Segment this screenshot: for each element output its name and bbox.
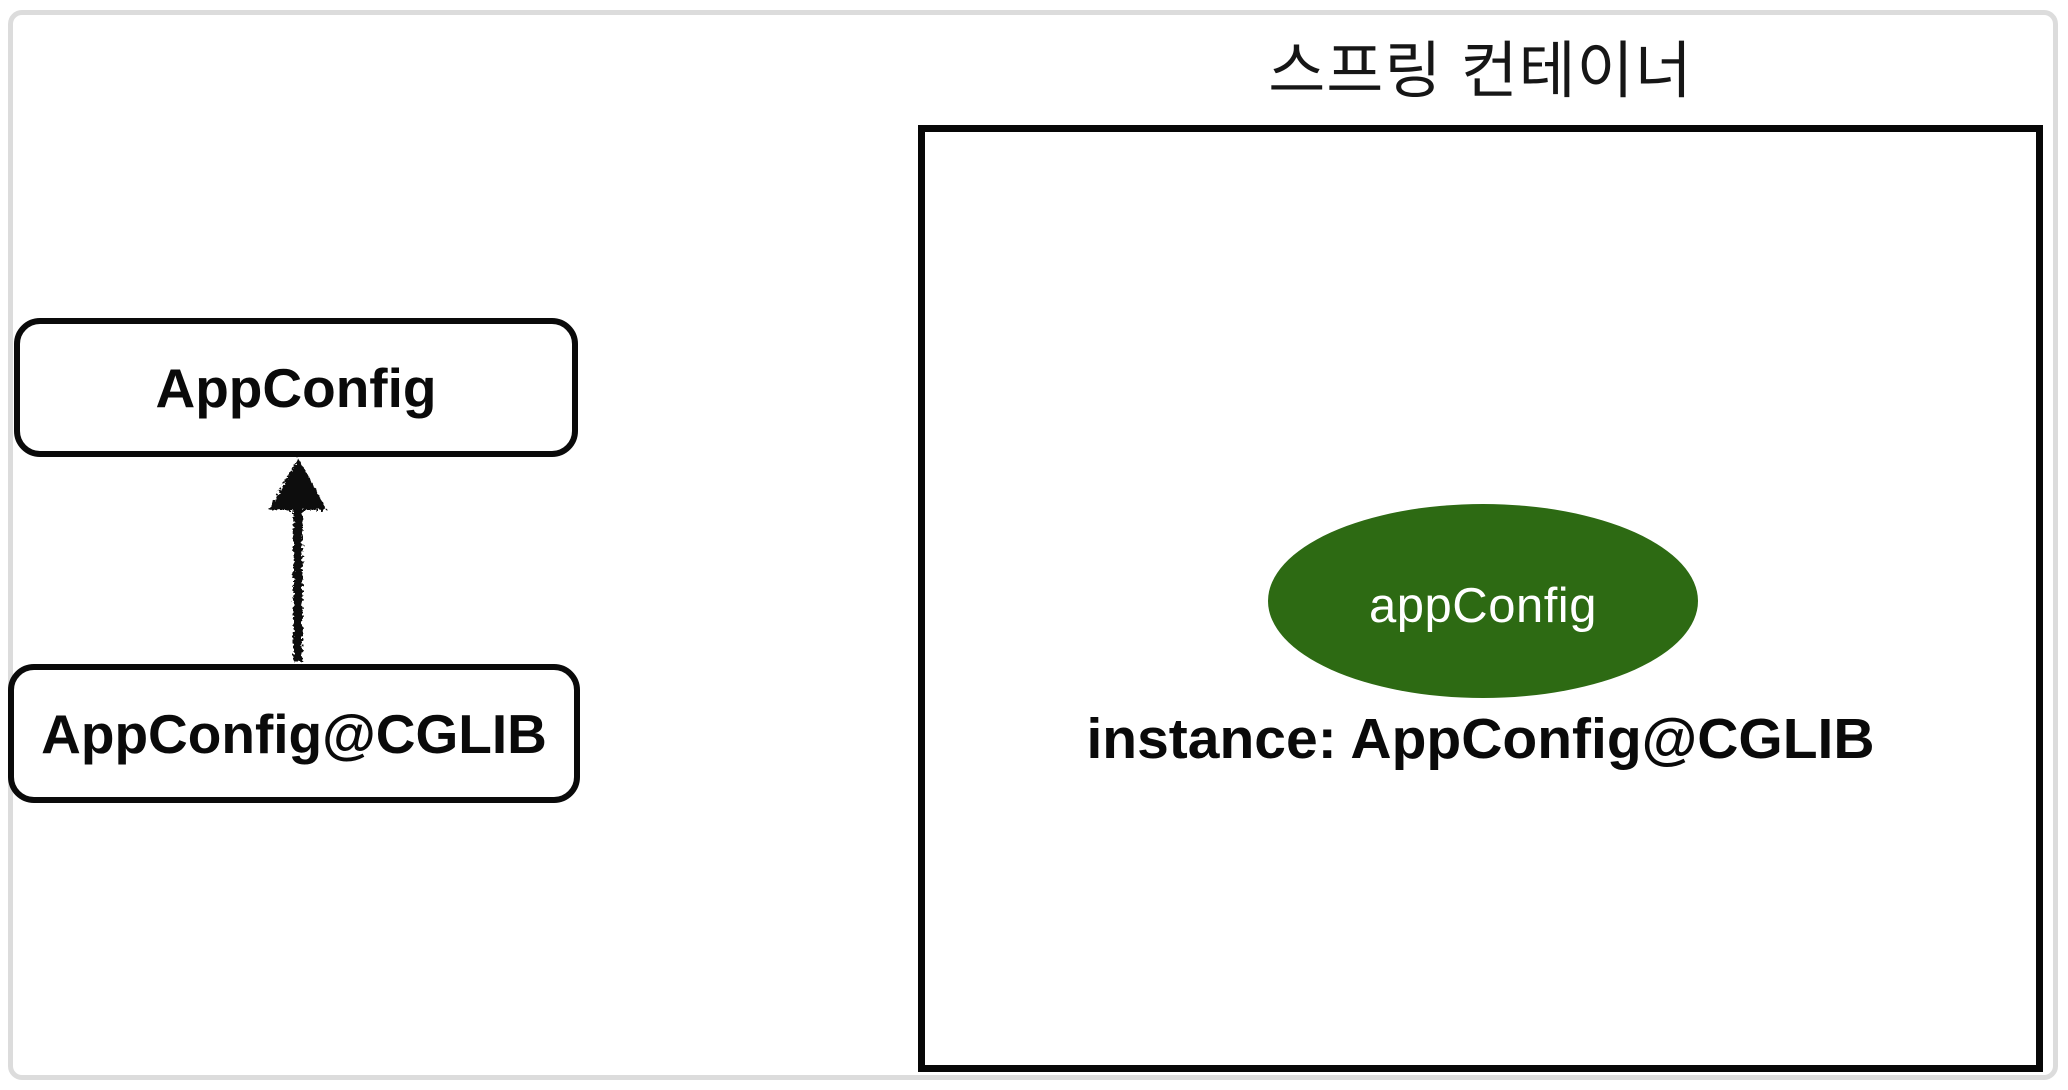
class-box-appconfig-cglib: AppConfig@CGLIB — [8, 664, 580, 803]
class-box-appconfig-cglib-label: AppConfig@CGLIB — [41, 702, 547, 765]
bean-ellipse: appConfig — [1268, 504, 1698, 698]
bean-name-label: appConfig — [1369, 579, 1597, 633]
class-box-appconfig: AppConfig — [14, 318, 578, 457]
bean-instance-label: instance: AppConfig@CGLIB — [1086, 707, 1875, 771]
class-box-appconfig-label: AppConfig — [155, 356, 437, 419]
spring-container-box — [918, 125, 2043, 1072]
spring-container-title: 스프링 컨테이너 — [1268, 37, 1693, 106]
inheritance-arrow-icon — [269, 458, 327, 662]
